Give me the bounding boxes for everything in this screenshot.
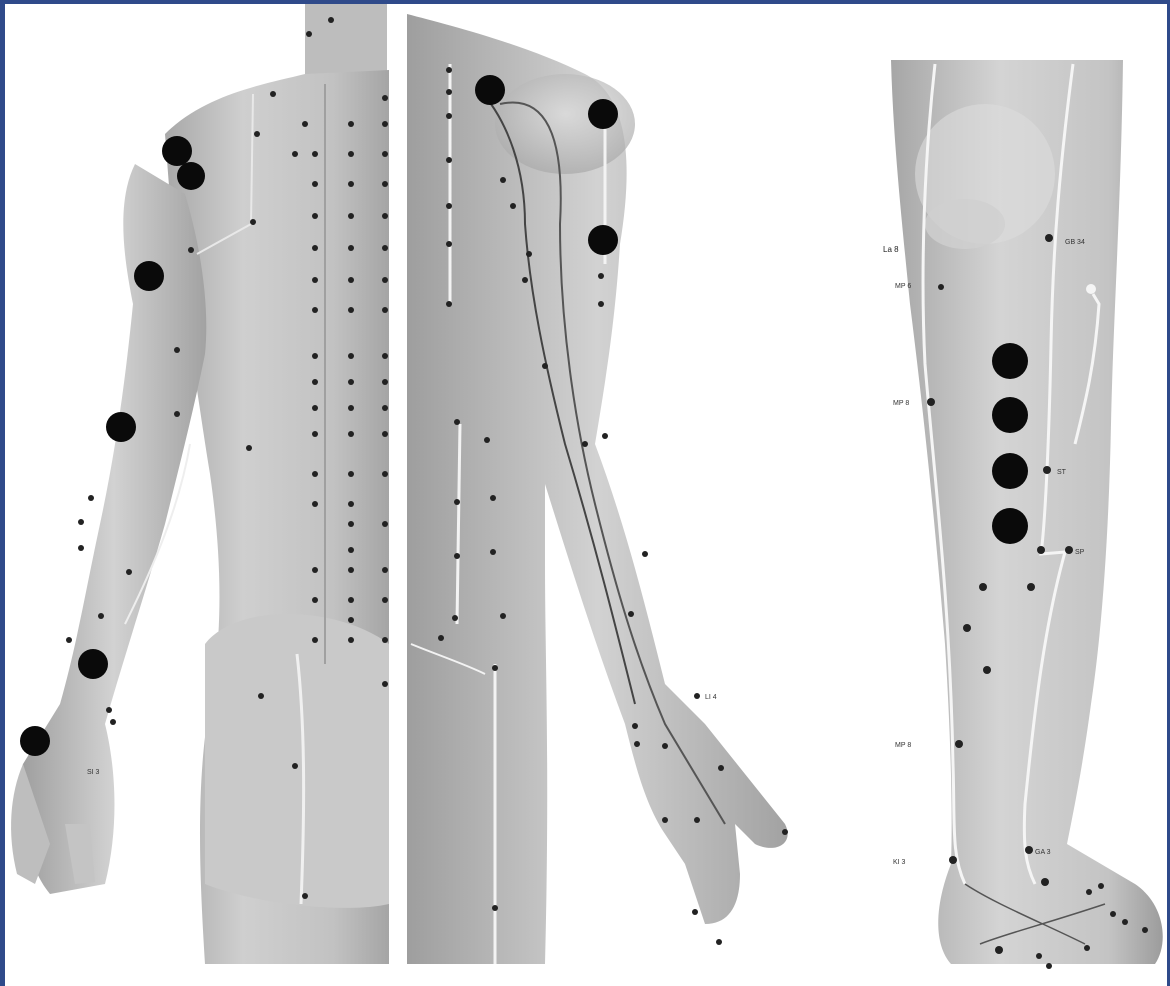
back-arm — [20, 164, 206, 894]
point-label-mp1: MP 6 — [895, 283, 911, 290]
panel-divider — [391, 4, 407, 964]
back-view-panel — [11, 4, 389, 964]
point-label-la: La 8 — [883, 245, 899, 254]
neck — [305, 4, 387, 76]
point-label-mp2: MP 8 — [893, 400, 909, 407]
acupoint-illustration: La 8 MP 6 MP 8 MP 8 ST SP KI 3 GA 3 GB 3… — [5, 4, 1170, 986]
point-label-li: LI 4 — [705, 694, 717, 701]
point-label-si: SI 3 — [87, 769, 100, 776]
point-label-ki: KI 3 — [893, 859, 906, 866]
point-label-st: ST — [1057, 469, 1067, 476]
side-view-panel — [407, 14, 788, 964]
point-label-mp3: MP 8 — [895, 742, 911, 749]
point-label-ga: GA 3 — [1035, 849, 1051, 856]
point-label-sp: SP — [1075, 549, 1085, 556]
point-label-gb: GB 34 — [1065, 239, 1085, 246]
